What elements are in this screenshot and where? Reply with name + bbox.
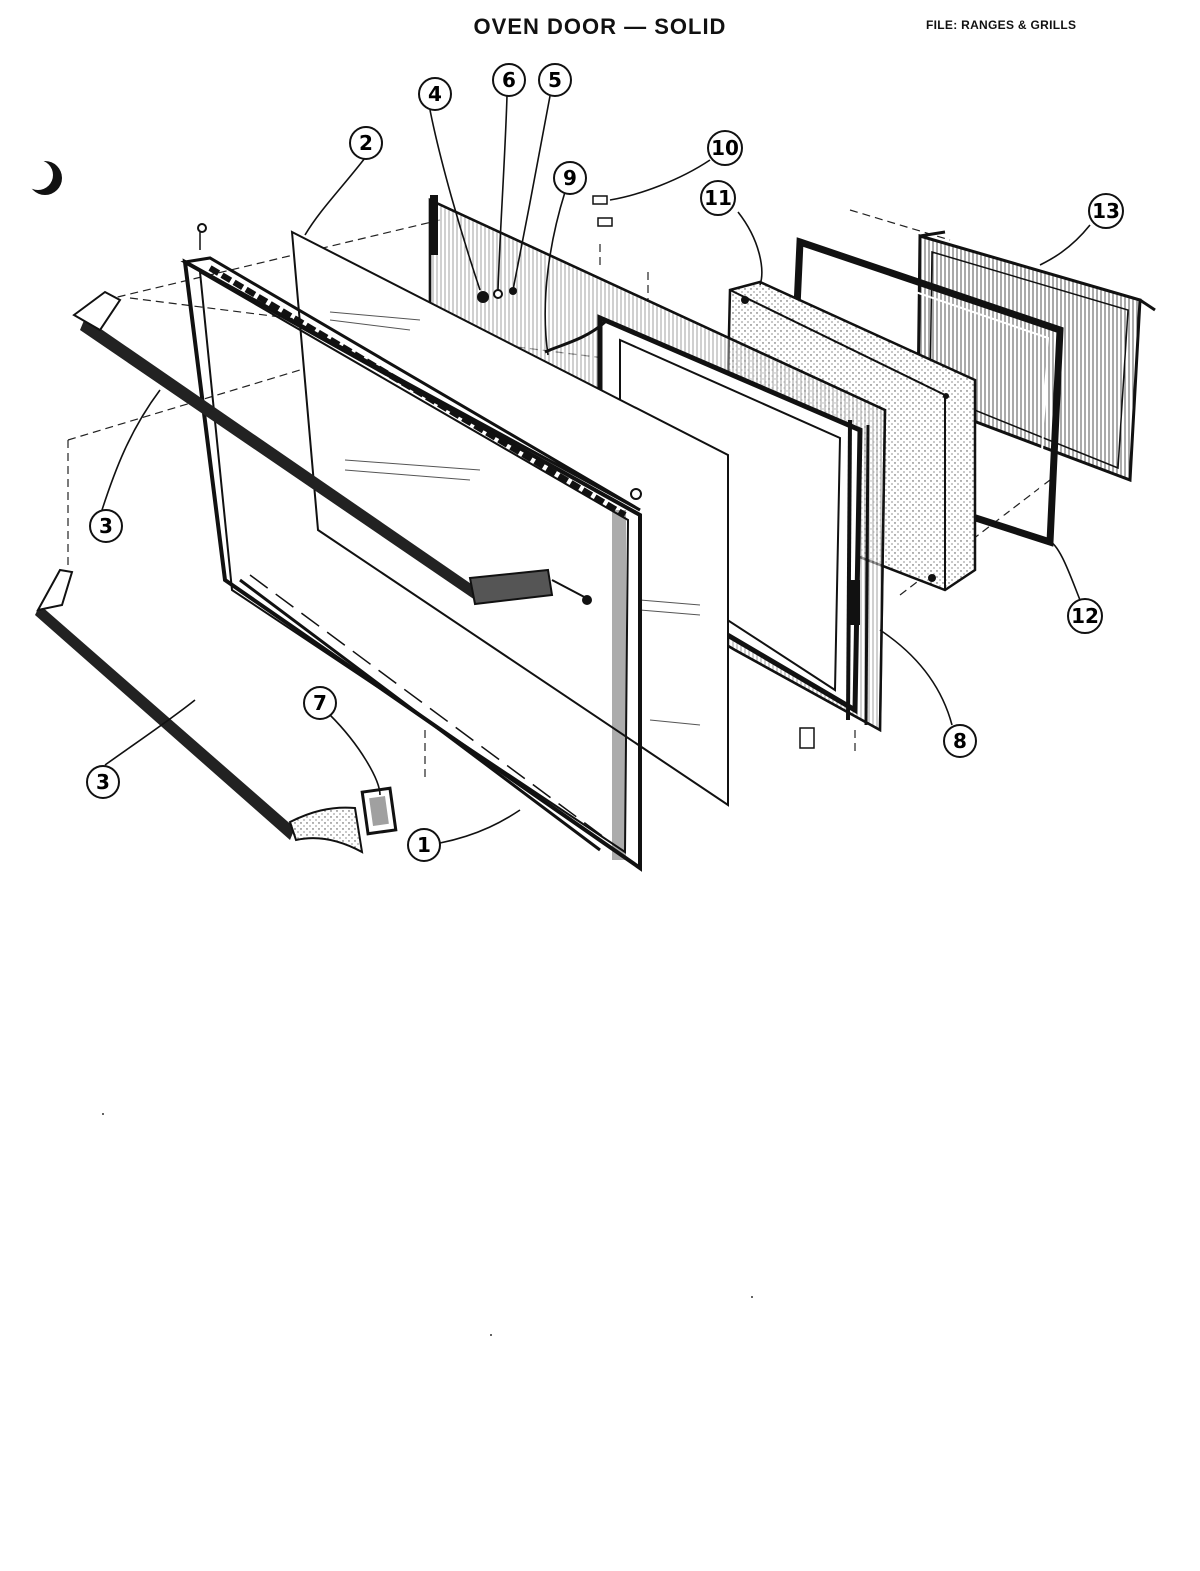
svg-text:4: 4 [428,82,442,106]
leader-lines [101,95,1091,844]
callout-8: 8 [943,724,977,758]
svg-text:3: 3 [96,770,110,794]
callout-7: 7 [303,686,337,720]
part-1-outer-door-frame [180,256,642,872]
callout-6: 6 [492,63,526,97]
callout-2: 2 [349,126,383,160]
callout-12: 12 [1067,598,1103,634]
part-2-glass-panel [290,230,729,807]
callout-1: 1 [407,828,441,862]
svg-text:11: 11 [704,186,732,210]
svg-text:10: 10 [711,136,739,160]
file-label: FILE: RANGES & GRILLS [926,18,1077,32]
svg-text:9: 9 [563,166,577,190]
svg-text:12: 12 [1071,604,1099,628]
part-7-clip [360,786,398,836]
svg-text:8: 8 [953,729,967,753]
part-3-upper-handle [72,223,592,606]
svg-text:7: 7 [313,691,327,715]
binder-hole-mark [23,160,62,195]
callout-3-upper: 3 [89,509,123,543]
svg-text:5: 5 [548,68,562,92]
callout-4: 4 [418,77,452,111]
svg-text:6: 6 [502,68,516,92]
callout-10: 10 [707,130,743,166]
scan-specks [102,1113,753,1336]
callout-9: 9 [553,161,587,195]
svg-text:2: 2 [359,131,373,155]
diagram-title: OVEN DOOR — SOLID [473,14,727,39]
svg-text:3: 3 [99,514,113,538]
callout-3-lower: 3 [86,765,120,799]
callout-5: 5 [538,63,572,97]
svg-text:13: 13 [1092,199,1120,223]
svg-text:1: 1 [417,833,431,857]
callout-13: 13 [1088,193,1124,229]
callout-11: 11 [700,180,736,216]
